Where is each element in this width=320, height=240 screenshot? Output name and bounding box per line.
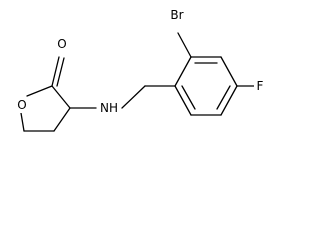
carbonyl-oxygen-label: O [57,37,66,51]
bond-o1-c2 [26,85,53,97]
molecule-diagram: O O NH Br F [15,7,266,132]
bromine-label: Br [170,8,183,22]
carbonyl-bond-2 [56,57,65,87]
ring-bond-1 [174,56,192,87]
benzene-ring [174,56,238,116]
amine-linker [69,85,176,109]
ring-bond-4 [220,85,238,116]
ring-bond-6 [174,85,192,116]
bond-n-ch2 [121,85,146,109]
ring-inner-bond-2 [216,85,231,110]
fluorine-label: F [257,79,264,93]
bond-ring-br [177,32,192,58]
carbonyl-bond-1 [51,56,60,87]
ring-oxygen-label: O [17,98,26,112]
atom-labels: O O NH Br F [15,7,266,116]
ring-inner-bond-3 [181,85,196,110]
ring-bond-3 [220,56,238,87]
bond-c3-c4 [53,107,71,132]
bond-c2-c3 [51,85,71,109]
bond-c5-o1 [20,112,25,132]
lactone-ring [20,56,71,132]
amine-label: NH [100,101,118,115]
